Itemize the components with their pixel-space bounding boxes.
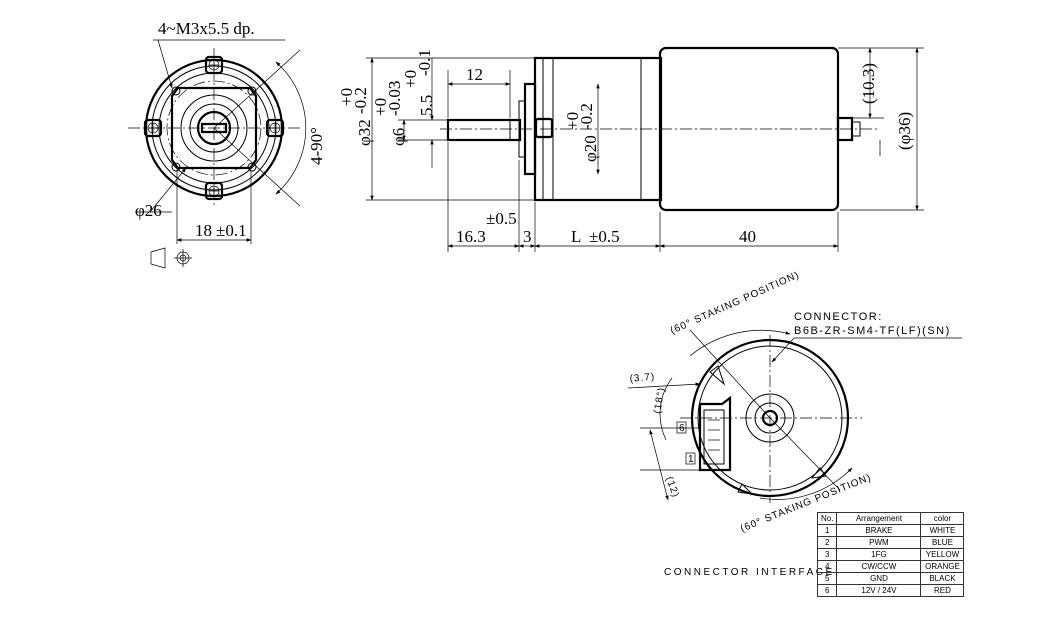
col-color: color	[920, 512, 965, 525]
pin-color: RED	[920, 584, 965, 597]
dim-shaft-flat-tol-upper: +0	[401, 70, 420, 88]
dim-shaft-dia-tol-lower: -0.03	[385, 81, 404, 116]
dim-36: (φ36)	[895, 112, 914, 150]
hole-note: 4~M3x5.5 dp.	[158, 19, 255, 38]
dim-40: 40	[739, 227, 756, 246]
pin-1-marker: 1	[688, 454, 695, 465]
dim-18deg: (18°)	[652, 386, 667, 414]
m3-hole-bottom	[204, 181, 224, 201]
dim-shaft-dia: φ6	[389, 128, 408, 146]
m3-hole-left	[143, 118, 163, 138]
angle-note: 4-90°	[307, 127, 326, 165]
width-18-tol: ±0.1	[216, 221, 247, 240]
pin-color: BLUE	[920, 536, 965, 549]
pin-no: 6	[816, 584, 838, 597]
pin-color: BLACK	[920, 572, 965, 585]
dim-10-3: (10.3)	[859, 63, 878, 104]
diameter-26-label: φ26	[135, 201, 162, 220]
dim-gearbox-dia-tol-upper: +0	[337, 88, 356, 106]
projection-symbol-icon	[150, 247, 192, 269]
pin-no: 4	[816, 560, 838, 573]
table-row: 2 PWM BLUE	[816, 536, 965, 549]
connector-interface-label: CONNECTOR INTERFACE	[664, 567, 835, 578]
table-row: 1 BRAKE WHITE	[816, 524, 965, 537]
dim-shaft-flat: 5.5	[417, 95, 436, 116]
table-row: 6 12V / 24V RED	[816, 584, 965, 597]
pin-color: YELLOW	[920, 548, 965, 561]
dim-L-tol: ±0.5	[589, 227, 620, 246]
pin-color: ORANGE	[920, 560, 965, 573]
m3-hole-top	[204, 55, 224, 75]
dim-pilot-dia-tol-upper: +0	[563, 112, 582, 130]
dim-12: 12	[466, 65, 483, 84]
pin-arrangement: 1FG	[836, 548, 922, 561]
side-view: 12 5.5 +0 -0.1 φ6 +0 -0.03 φ32 +0 -0.2 φ…	[337, 46, 924, 252]
pin-table-header: No. Arrangement color	[816, 512, 965, 525]
pin-no: 2	[816, 536, 838, 549]
pin-arrangement: PWM	[836, 536, 922, 549]
staking-top-label: (60° STAKING POSITION)	[669, 270, 802, 337]
pin-arrangement: BRAKE	[836, 524, 922, 537]
dim-16-3-tol: ±0.5	[486, 209, 517, 228]
dim-16-3: 16.3	[456, 227, 486, 246]
pin-6-marker: 6	[679, 423, 686, 434]
dim-shaft-flat-tol-lower: -0.1	[415, 49, 434, 76]
dim-pilot-dia: φ20	[581, 135, 600, 162]
dim-gearbox-dia-tol-lower: -0.2	[351, 87, 370, 114]
dim-3: 3	[523, 227, 532, 246]
table-row: 4 CW/CCW ORANGE	[816, 560, 965, 573]
dim-12-rear: (12)	[663, 475, 681, 499]
col-no: No.	[816, 512, 838, 525]
connector-part: B6B-ZR-SM4-TF(LF)(SN)	[794, 325, 951, 337]
rear-view: (60° STAKING POSITION) (60° STAKING POSI…	[627, 270, 962, 535]
front-view: 4~M3x5.5 dp. 4-90° φ26 18 ±0.1	[128, 19, 326, 269]
dim-shaft-dia-tol-upper: +0	[371, 98, 390, 116]
dim-pilot-dia-tol-lower: -0.2	[577, 103, 596, 130]
pin-no: 1	[816, 524, 838, 537]
width-18-label: 18	[195, 221, 212, 240]
pin-arrangement: 12V / 24V	[836, 584, 922, 597]
dim-3-7: (3.7)	[629, 371, 656, 385]
pin-arrangement: GND	[836, 572, 922, 585]
pin-no: 5	[816, 572, 838, 585]
pin-color: WHITE	[920, 524, 965, 537]
connector-label: CONNECTOR:	[794, 311, 883, 323]
connector-pin-table: No. Arrangement color 1 BRAKE WHITE 2 PW…	[816, 512, 965, 597]
dim-L: L	[571, 227, 581, 246]
dim-gearbox-dia: φ32	[355, 119, 374, 146]
table-row: 3 1FG YELLOW	[816, 548, 965, 561]
col-arrangement: Arrangement	[836, 512, 922, 525]
pin-no: 3	[816, 548, 838, 561]
table-row: 5 GND BLACK	[816, 572, 965, 585]
pin-arrangement: CW/CCW	[836, 560, 922, 573]
